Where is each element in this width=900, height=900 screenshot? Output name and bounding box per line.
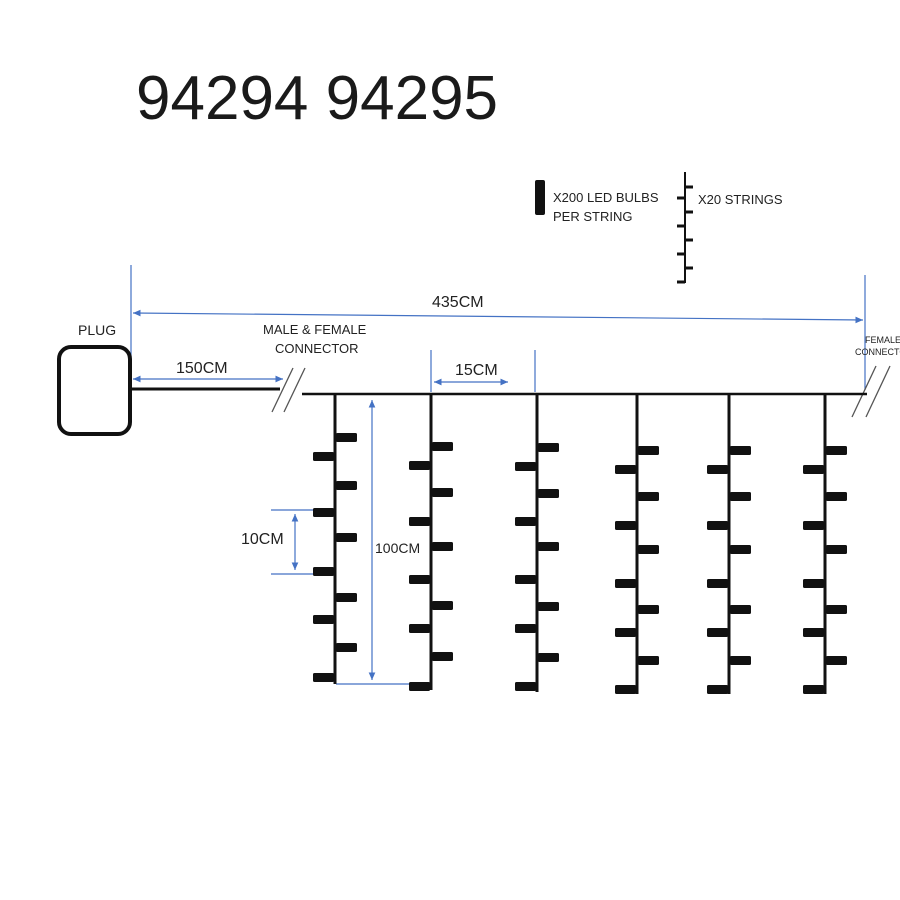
legend-bulbs-line1: X200 LED BULBS	[553, 190, 659, 205]
led-bulb	[615, 465, 636, 474]
bulb-spacing-label: 10CM	[241, 531, 284, 548]
legend-strings-label: X20 STRINGS	[698, 192, 783, 207]
led-bulb	[707, 521, 728, 530]
led-bulb	[336, 433, 357, 442]
led-bulb	[803, 521, 824, 530]
led-bulb	[803, 465, 824, 474]
hanging-strings	[313, 394, 847, 694]
total-length-dimension: 435CM	[130, 265, 866, 390]
led-bulb	[336, 593, 357, 602]
light-string-icon	[677, 172, 693, 284]
light-string-2	[409, 394, 453, 691]
legend-bulbs: X200 LED BULBS PER STRING	[535, 180, 659, 224]
led-bulb	[803, 685, 824, 694]
led-bulb	[515, 462, 536, 471]
string-spacing-dimension: 15CM	[430, 350, 536, 392]
lead-length-dimension: 150CM	[133, 360, 283, 383]
led-bulb	[409, 575, 430, 584]
led-bulb	[538, 602, 559, 611]
led-bulb	[803, 579, 824, 588]
led-bulb	[638, 492, 659, 501]
led-bulb	[730, 605, 751, 614]
led-bulb	[638, 605, 659, 614]
male-female-connector: MALE & FEMALE CONNECTOR	[263, 322, 367, 413]
legend-bulbs-line2: PER STRING	[553, 209, 632, 224]
led-bulb	[638, 656, 659, 665]
led-bulb	[826, 656, 847, 665]
lead-length-label: 150CM	[176, 360, 228, 377]
light-string-5	[707, 394, 751, 694]
total-length-label: 435CM	[432, 294, 484, 311]
led-bulb	[432, 542, 453, 551]
led-bulb	[615, 579, 636, 588]
led-bulb	[538, 443, 559, 452]
led-bulb	[409, 682, 430, 691]
led-bulb	[730, 492, 751, 501]
led-bulb-icon	[535, 180, 545, 215]
light-string-1	[313, 394, 357, 684]
led-bulb	[313, 452, 334, 461]
led-bulb	[615, 685, 636, 694]
led-bulb	[515, 624, 536, 633]
led-bulb	[730, 545, 751, 554]
led-bulb	[538, 653, 559, 662]
led-bulb	[336, 643, 357, 652]
product-codes-title: 94294 94295	[136, 64, 498, 133]
led-bulb	[707, 685, 728, 694]
light-string-4	[615, 394, 659, 694]
led-bulb	[803, 628, 824, 637]
led-bulb	[615, 628, 636, 637]
led-bulb	[313, 673, 334, 682]
plug-icon	[57, 345, 132, 436]
led-bulb	[638, 545, 659, 554]
led-bulb	[515, 517, 536, 526]
led-bulb	[826, 446, 847, 455]
led-bulb	[615, 521, 636, 530]
string-spacing-label: 15CM	[455, 362, 498, 379]
led-bulb	[826, 545, 847, 554]
led-bulb	[730, 446, 751, 455]
male-female-label-line2: CONNECTOR	[275, 341, 359, 356]
led-bulb	[538, 489, 559, 498]
led-bulb	[409, 517, 430, 526]
led-bulb	[336, 481, 357, 490]
legend-strings: X20 STRINGS	[677, 172, 783, 284]
led-bulb	[515, 575, 536, 584]
led-bulb	[336, 533, 357, 542]
led-bulb	[432, 488, 453, 497]
led-bulb	[826, 492, 847, 501]
led-bulb	[730, 656, 751, 665]
female-label-line2: CONNECTOR	[855, 347, 900, 357]
male-female-label-line1: MALE & FEMALE	[263, 322, 367, 337]
led-bulb	[538, 542, 559, 551]
led-bulb	[432, 601, 453, 610]
bulb-spacing-dimension: 10CM	[241, 509, 333, 575]
led-bulb	[313, 567, 334, 576]
led-bulb	[638, 446, 659, 455]
led-bulb	[313, 508, 334, 517]
drop-length-label: 100CM	[375, 540, 420, 556]
light-string-6	[803, 394, 847, 694]
led-bulb	[409, 624, 430, 633]
plug-label: PLUG	[78, 322, 116, 338]
led-bulb	[707, 579, 728, 588]
led-bulb	[409, 461, 430, 470]
female-label-line1: FEMALE	[865, 335, 900, 345]
led-bulb	[432, 442, 453, 451]
led-bulb	[432, 652, 453, 661]
led-bulb	[313, 615, 334, 624]
led-bulb	[826, 605, 847, 614]
plug: PLUG	[57, 322, 280, 436]
led-bulb	[707, 628, 728, 637]
light-string-3	[515, 394, 559, 692]
led-bulb	[707, 465, 728, 474]
female-connector: FEMALE CONNECTOR	[851, 335, 900, 418]
led-bulb	[515, 682, 536, 691]
